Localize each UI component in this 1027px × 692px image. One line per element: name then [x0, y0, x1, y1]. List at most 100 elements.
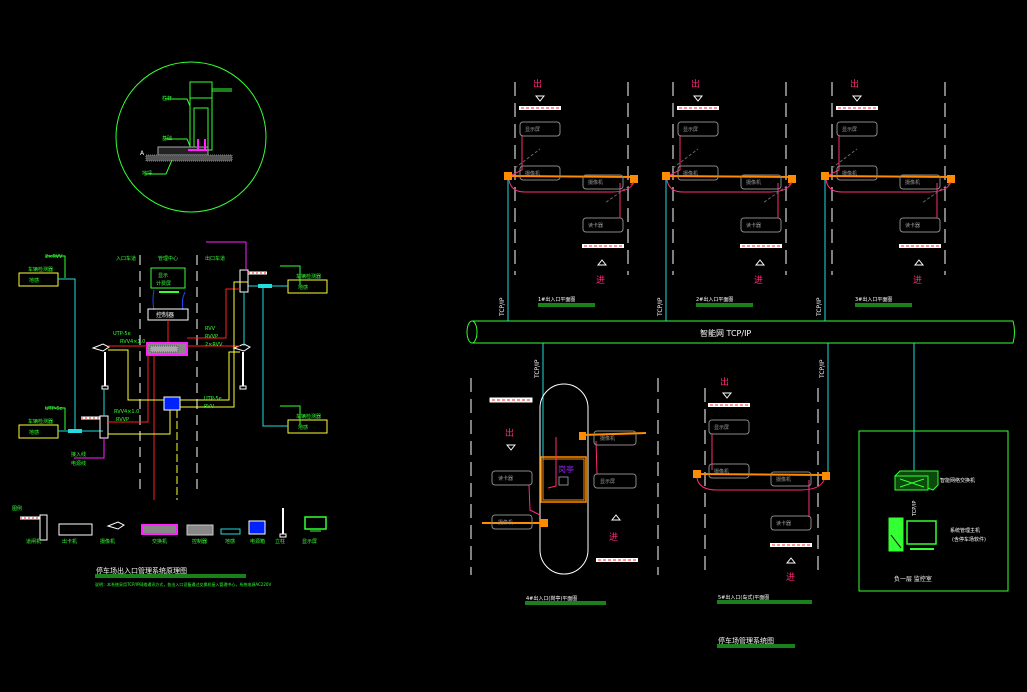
lane-3-box-3: [899, 174, 941, 190]
left-device-2-title: 车辆检测器: [28, 418, 53, 425]
barrier-gate-left: [81, 415, 109, 439]
left-system-diagram: 入口车道 管理中心 出口车道 显示 计费屏 控制器 地感 车辆检测器: [18, 241, 328, 500]
lane-3-box-label-4: 读卡器: [905, 222, 920, 229]
lane-2-entry-label: 进: [754, 275, 763, 286]
lane-5-exit-arrow-icon: [721, 392, 733, 399]
legend-controller-icon: [186, 524, 214, 536]
legend-card-reader-icon: [58, 523, 93, 536]
control-cable-label: TCP/IP: [912, 501, 918, 517]
cable-label-3: RVV4×1.0: [120, 339, 145, 345]
legend-label-light-pole: 立柱: [275, 538, 285, 545]
legend-loop-detector-icon: [220, 528, 241, 535]
lane-2-box-label-3: 摄像机: [746, 179, 761, 186]
lane-4-box-1: 摄像机: [600, 435, 615, 442]
tcpip-label-4: TCP/IP: [534, 359, 541, 379]
guard-booth: [540, 456, 587, 503]
lane-3-box-label-1: 显示屏: [842, 127, 857, 133]
lane-5-exit-label: 出: [720, 376, 729, 388]
tcpip-label-1: TCP/IP: [499, 297, 506, 317]
legend-light-pole-icon: [279, 508, 287, 538]
bottom-label: 接入线: [71, 451, 86, 458]
lane-2-exit-label: 出: [691, 78, 700, 90]
right-device-1-title: 车辆检测器: [296, 273, 321, 280]
legend-label-card-reader: 出卡机: [62, 538, 77, 545]
legend-camera-icon: [106, 521, 125, 530]
top-lanes: 出进显示屏摄像机摄像机读卡器1#出入口平面图出进显示屏摄像机摄像机读卡器2#出入…: [504, 78, 955, 307]
lane-4-exit-label: 出: [505, 427, 514, 439]
lane-1-entry-label: 进: [596, 275, 605, 286]
legend-monitor-icon: [304, 516, 327, 532]
legend-label-switch: 交换机: [152, 538, 167, 545]
backbone-label: 智能网 TCP/IP: [700, 328, 751, 338]
power-box: [163, 396, 181, 411]
cable-label-4: RVVP: [205, 334, 218, 340]
lane-2-title: 2#出入口平面图: [696, 296, 733, 303]
lane-3-box-label-2: 摄像机: [842, 170, 857, 177]
lane-1-box-2: [519, 165, 561, 181]
legend-power-box-icon: [248, 520, 266, 535]
lane-5-box-2: 摄像机: [714, 468, 729, 475]
left-diagram-title: 停车场出入口管理系统原理图: [96, 566, 187, 575]
lane-2-box-label-2: 摄像机: [683, 170, 698, 177]
lane-4-box-2: 显示屏: [600, 479, 615, 485]
lane-5-box-3: 摄像机: [776, 476, 791, 483]
monitor-text-1: 显示: [158, 273, 168, 279]
legend-label-monitor: 显示屏: [302, 539, 317, 545]
lane-5-box-4: 读卡器: [776, 520, 791, 527]
left-device-2: 地感 车辆检测器 UTP-5e: [18, 406, 66, 439]
camera-pole-right: [232, 343, 251, 390]
pc-label-2: (含停车场软件): [952, 536, 986, 543]
legend-label-power-box: 电源箱: [250, 538, 265, 545]
lane-2-box-1: [677, 121, 719, 137]
legend-label-barrier-gate: 道闸机: [26, 538, 41, 545]
legend-label-loop-detector: 地感: [225, 538, 235, 545]
top-label-center: 管理中心: [158, 255, 178, 262]
lane-3-box-2: [836, 165, 878, 181]
switch-label: 智能网络交换机: [940, 477, 975, 484]
lane-4-box-3: 读卡器: [498, 475, 513, 482]
control-room: 智能网络交换机 TCP/IP 系统管理主机 (含停车场软件) 负一层 监控室: [858, 430, 1009, 592]
network-switch-icon: [894, 470, 939, 491]
cable-label-7: RVV4×1.0: [114, 409, 139, 415]
legend-label-camera: 摄像机: [100, 538, 115, 545]
lane-4-box-4: 摄像机: [498, 519, 513, 526]
network-backbone: 智能网 TCP/IP TCP/IP TCP/IP TCP/IP TCP/IP T…: [466, 178, 1015, 488]
lane-3-exit-arrow-icon: [851, 95, 863, 102]
lane-2-entry-arrow-icon: [754, 259, 766, 266]
detail-label-1: 栏杆: [162, 95, 172, 102]
pc-label-1: 系统管理主机: [950, 527, 980, 534]
left-device-1: 地感 车辆检测器 2×RVV: [18, 254, 66, 287]
tcpip-label-3: TCP/IP: [816, 297, 823, 317]
detail-marker: A: [140, 150, 145, 157]
lane-1-entry-arrow-icon: [596, 259, 608, 266]
cable-label-5: UTP-5e: [45, 406, 63, 412]
lane-2-box-4: [740, 217, 782, 233]
lane-4-entry-label: 进: [609, 532, 618, 543]
lane-3-title: 3#出入口平面图: [855, 296, 892, 303]
lane-5: 出 进 显示屏 摄像机 摄像机 读卡器 5#出入口(岛式)平面图: [692, 376, 830, 604]
tcpip-label-2: TCP/IP: [657, 297, 664, 317]
lane-3-entry-arrow-icon: [913, 259, 925, 266]
cable-label-8: RVVP: [116, 417, 129, 423]
right-device-2-box: 地感: [298, 424, 308, 431]
card-controller: 控制器: [147, 308, 189, 321]
lane-5-title: 5#出入口(岛式)平面图: [718, 594, 769, 601]
cable-label-11: RVV: [205, 326, 216, 332]
lane-3-box-label-3: 摄像机: [905, 179, 920, 186]
lane-3-entry-label: 进: [913, 275, 922, 286]
cable-label-9: UTP-5e: [204, 396, 222, 402]
left-diagram-subtitle: 说明：本系统采用TCP/IP网络通讯方式，各出入口设备通过交换机接入管理中心，系…: [95, 581, 271, 587]
monitor-text-2: 计费屏: [156, 280, 171, 287]
lane-1-box-3: [582, 174, 624, 190]
pc-tower-icon: [888, 517, 904, 552]
lane-5-box-1: 显示屏: [714, 425, 729, 431]
camera-pole-left: [91, 343, 110, 390]
lane-2-box-label-4: 读卡器: [746, 222, 761, 229]
detail-label-2: 基础: [162, 135, 172, 142]
legend-barrier-gate-icon: [20, 514, 48, 541]
lane-5-entry-label: 进: [786, 572, 795, 583]
legend-label-controller: 控制器: [192, 538, 207, 545]
